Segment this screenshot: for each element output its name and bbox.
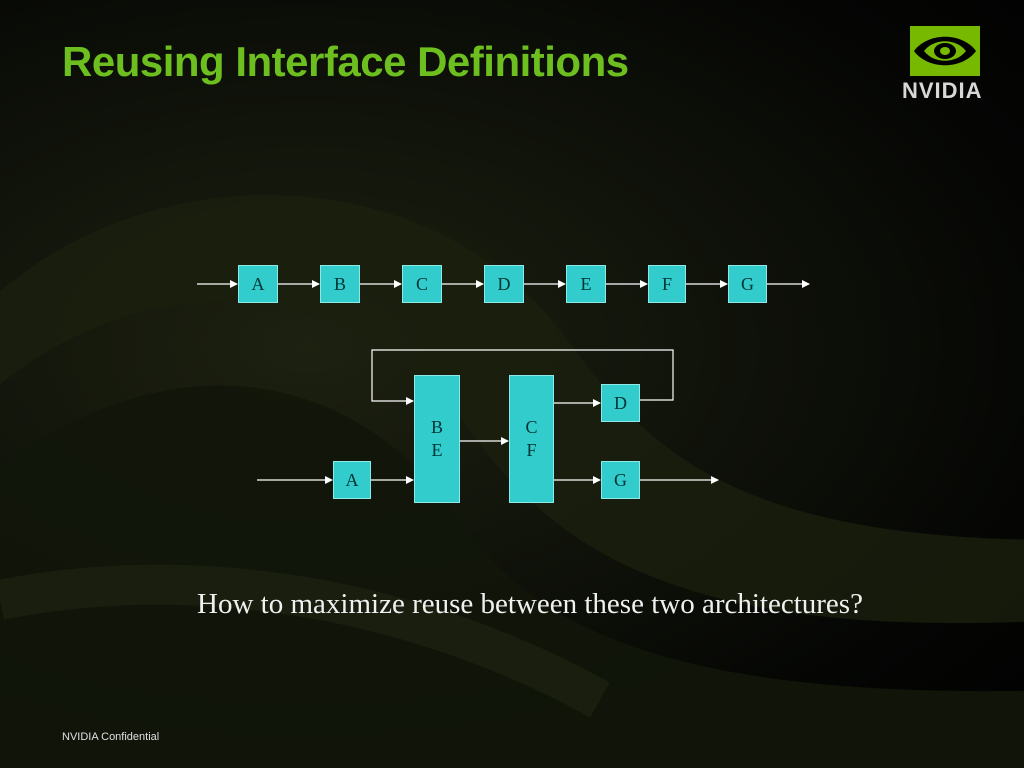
stage-label-c: C [525,417,538,437]
stage-label: C [415,274,428,294]
merged-stage-a: A [333,461,371,499]
merged-stage-be: B E [414,375,460,503]
merged-stage-d: D [601,384,640,422]
stage-label-e: E [431,440,443,461]
slide-question: How to maximize reuse between these two … [197,588,863,620]
stage-box-d: D [484,265,524,303]
confidential-footer: NVIDIA Confidential [62,731,160,743]
stage-box-c: C [402,265,442,303]
stage-label: G [741,274,754,294]
stage-label: D [614,393,627,413]
stage-label: A [251,274,265,294]
stage-label: A [345,470,359,490]
nvidia-logo: NVIDIA [900,26,1004,106]
stage-label: E [580,274,592,294]
nvidia-eye-icon [910,26,980,76]
stage-label: D [497,274,511,294]
stage-box-b: B [320,265,360,303]
stage-label-f: F [526,440,537,461]
slide-title: Reusing Interface Definitions [62,38,629,85]
stage-label: F [661,274,672,294]
nvidia-wordmark: NVIDIA [902,78,983,103]
merged-stage-cf: C F [509,375,554,503]
stage-label: G [614,470,627,490]
merged-stage-g: G [601,461,640,499]
stage-label-b: B [430,417,443,437]
stage-box-f: F [648,265,686,303]
stage-box-e: E [566,265,606,303]
stage-label: B [333,274,346,294]
stage-box-a: A [238,265,278,303]
stage-box-g: G [728,265,767,303]
